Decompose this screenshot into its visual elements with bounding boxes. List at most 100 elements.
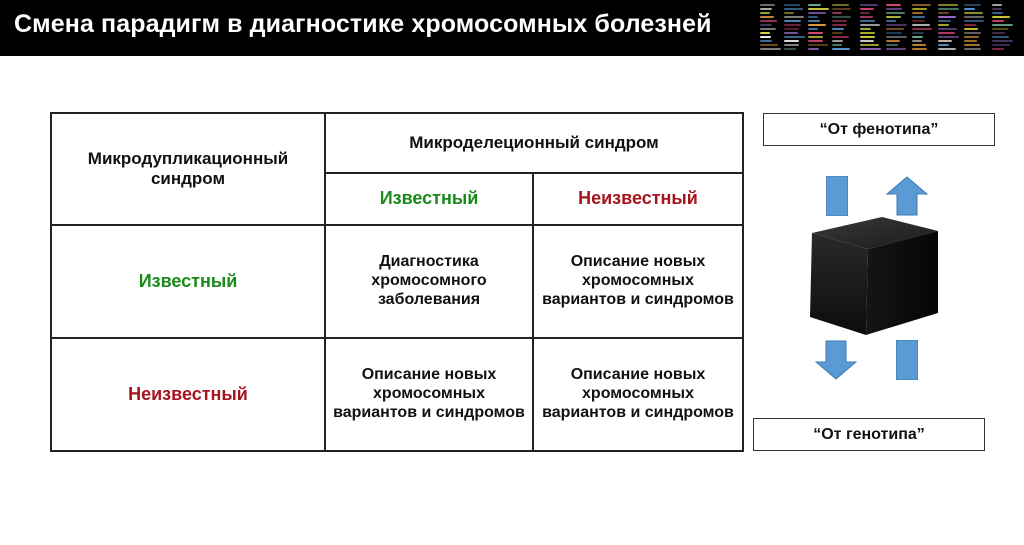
- decorative-stripe: [886, 20, 896, 22]
- decorative-stripe: [784, 32, 798, 34]
- decorative-stripe: [760, 36, 771, 38]
- decorative-stripe: [886, 36, 907, 38]
- decorative-stripe: [832, 48, 850, 50]
- decorative-stripe: [912, 16, 925, 18]
- decorative-stripe: [784, 8, 803, 10]
- decorative-stripe: [832, 44, 842, 46]
- decorative-stripe: [860, 44, 879, 46]
- decorative-stripe: [912, 36, 923, 38]
- decorative-stripe: [808, 20, 820, 22]
- decorative-stripe: [808, 40, 823, 42]
- black-box-cube-icon: [810, 217, 938, 335]
- slide-title: Смена парадигм в диагностике хромосомных…: [14, 10, 712, 38]
- decorative-stripe: [938, 48, 956, 50]
- decorative-stripe: [832, 32, 843, 34]
- decorative-stripe: [808, 8, 829, 10]
- row-header-known: Известный: [52, 226, 326, 339]
- decorative-stripe: [938, 40, 952, 42]
- decorative-stripe: [992, 44, 1010, 46]
- decorative-stripe: [808, 4, 821, 6]
- decorative-stripe: [886, 4, 901, 6]
- cell-unknown-known: Описание новых хромосомных вариантов и с…: [326, 339, 534, 450]
- decorative-stripe: [832, 40, 843, 42]
- decorative-stripe: [964, 8, 975, 10]
- decorative-stripe: [938, 20, 951, 22]
- decorative-stripe: [832, 12, 842, 14]
- decorative-stripe: [784, 48, 796, 50]
- decorative-stripe: [808, 28, 818, 30]
- decorative-stripe: [860, 8, 874, 10]
- decorative-stripe: [784, 12, 794, 14]
- decorative-stripe: [886, 16, 901, 18]
- decorative-stripe: [938, 8, 959, 10]
- decorative-stripe: [832, 16, 851, 18]
- decorative-stripe: [964, 44, 980, 46]
- decorative-stripe: [964, 28, 978, 30]
- decorative-stripe: [912, 28, 932, 30]
- decorative-stripe: [760, 40, 772, 42]
- decorative-stripe: [964, 48, 981, 50]
- decorative-stripe: [760, 24, 772, 26]
- decorative-stripe: [808, 12, 826, 14]
- decorative-stripe: [886, 28, 904, 30]
- decorative-stripe: [832, 20, 847, 22]
- decorative-stripe: [784, 28, 799, 30]
- decorative-stripe: [784, 16, 804, 18]
- decorative-stripe: [886, 8, 902, 10]
- decorative-stripe: [760, 16, 774, 18]
- decorative-stripe: [964, 20, 984, 22]
- decorative-stripe: [860, 24, 880, 26]
- decorative-stripe: [912, 40, 922, 42]
- decorative-stripe: [912, 44, 926, 46]
- decorative-stripe: [964, 36, 979, 38]
- decorative-stripe: [808, 32, 823, 34]
- decorative-stripe: [784, 20, 801, 22]
- decorative-stripe: [808, 24, 826, 26]
- decorative-stripe: [760, 32, 770, 34]
- decorative-stripe: [964, 4, 981, 6]
- decorative-stripe: [860, 32, 875, 34]
- cell-known-known: Диагностика хромосомного заболевания: [326, 226, 534, 339]
- decorative-stripe: [912, 24, 930, 26]
- decorative-stripe: [992, 48, 1004, 50]
- decorative-stripe: [784, 44, 799, 46]
- decorative-stripe: [964, 16, 984, 18]
- decorative-stripe: [886, 24, 907, 26]
- decorative-stripe: [832, 4, 849, 6]
- decorative-stripe: [964, 12, 983, 14]
- decorative-stripe: [832, 36, 849, 38]
- cell-unknown-unknown: Описание новых хромосомных вариантов и с…: [542, 366, 734, 421]
- decorative-stripe: [938, 12, 949, 14]
- row-group-header: Микродупликационный синдром: [52, 114, 326, 226]
- decorative-stripes: [760, 4, 1024, 52]
- decorative-stripe: [912, 48, 927, 50]
- decorative-stripe: [938, 28, 957, 30]
- decorative-stripe: [784, 36, 805, 38]
- decorative-stripe: [938, 4, 958, 6]
- row-header-unknown: Неизвестный: [52, 339, 326, 450]
- decorative-stripe: [992, 12, 1003, 14]
- decorative-stripe: [832, 28, 844, 30]
- decorative-stripe: [860, 28, 871, 30]
- decorative-stripe: [992, 24, 1013, 26]
- decorative-stripe: [964, 24, 976, 26]
- decorative-stripe: [964, 40, 977, 42]
- title-bar: Смена парадигм в диагностике хромосомных…: [0, 0, 1024, 56]
- decorative-stripe: [860, 40, 874, 42]
- decorative-stripe: [992, 8, 1002, 10]
- decorative-stripe: [860, 12, 870, 14]
- decorative-stripe: [992, 28, 1008, 30]
- decorative-stripe: [912, 20, 925, 22]
- decorative-stripe: [832, 8, 851, 10]
- decorative-stripe: [886, 32, 902, 34]
- decorative-stripe: [992, 36, 1009, 38]
- decorative-stripe: [938, 24, 949, 26]
- decorative-stripe: [784, 40, 799, 42]
- decorative-stripe: [808, 36, 823, 38]
- decorative-stripe: [912, 4, 931, 6]
- arrow-down-icon: [815, 340, 857, 380]
- col-header-known: Известный: [326, 174, 534, 226]
- decorative-stripe: [912, 32, 924, 34]
- decorative-stripe: [992, 16, 1010, 18]
- decorative-stripe: [760, 12, 770, 14]
